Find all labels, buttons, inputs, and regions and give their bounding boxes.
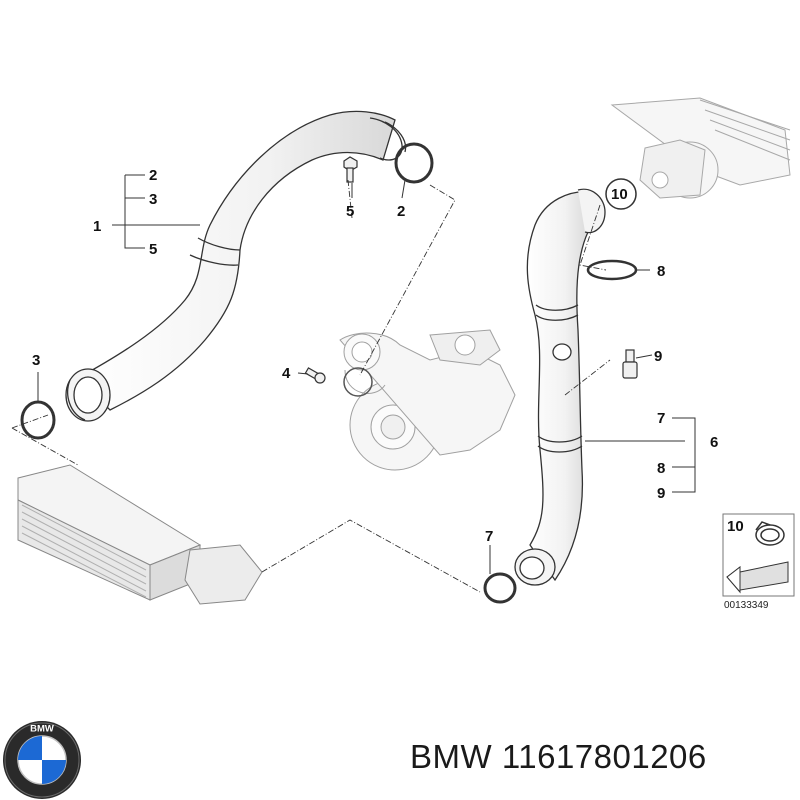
brand-name: BMW [410, 738, 493, 775]
svg-text:BMW: BMW [30, 724, 54, 735]
charge-pipe-left [65, 110, 407, 422]
reference-code: 00133349 [724, 600, 769, 611]
leader-lines [37, 174, 696, 574]
engine-section [610, 97, 791, 199]
seal-ring-upper [394, 142, 434, 184]
callout-5-bolt: 5 [346, 203, 354, 220]
callout-7-ring: 7 [485, 528, 493, 545]
seal-ring-left [20, 400, 56, 440]
arrow-icon [726, 561, 789, 594]
bolt-upper [343, 156, 358, 183]
part-number: 11617801206 [501, 738, 707, 775]
callout-2-ring: 2 [397, 203, 405, 220]
callout-4-bolt: 4 [282, 365, 291, 382]
callout-3-ring: 3 [32, 352, 40, 369]
sensor [622, 349, 638, 379]
legend-box: 10 00133349 [722, 513, 795, 611]
callout-6: 6 [710, 434, 718, 451]
clamp-ring-icon [755, 521, 785, 546]
hose-clamp [586, 259, 638, 281]
turbocharger [339, 329, 516, 471]
seal-ring-lower [483, 572, 517, 604]
callout-8-clamp: 8 [657, 263, 665, 280]
callout-7-right: 7 [657, 410, 665, 427]
callout-2-left: 2 [149, 167, 157, 184]
clamp-ring-callout [605, 178, 637, 210]
callout-8-right: 8 [657, 460, 665, 477]
callout-1: 1 [93, 218, 101, 235]
callout-9-sensor: 9 [654, 348, 662, 365]
assembly-lines [11, 179, 611, 593]
bmw-logo: BMW [3, 721, 81, 799]
callout-9-right: 9 [657, 485, 665, 502]
callout-5-left: 5 [149, 241, 157, 258]
charge-pipe-right [514, 188, 606, 586]
callout-10-ring: 10 [611, 186, 628, 203]
legend-number: 10 [727, 518, 744, 535]
part-caption: BMW 11617801206 [410, 738, 707, 776]
callout-3-left: 3 [149, 191, 157, 208]
bolt-turbo [304, 367, 326, 384]
intercooler [17, 464, 263, 605]
